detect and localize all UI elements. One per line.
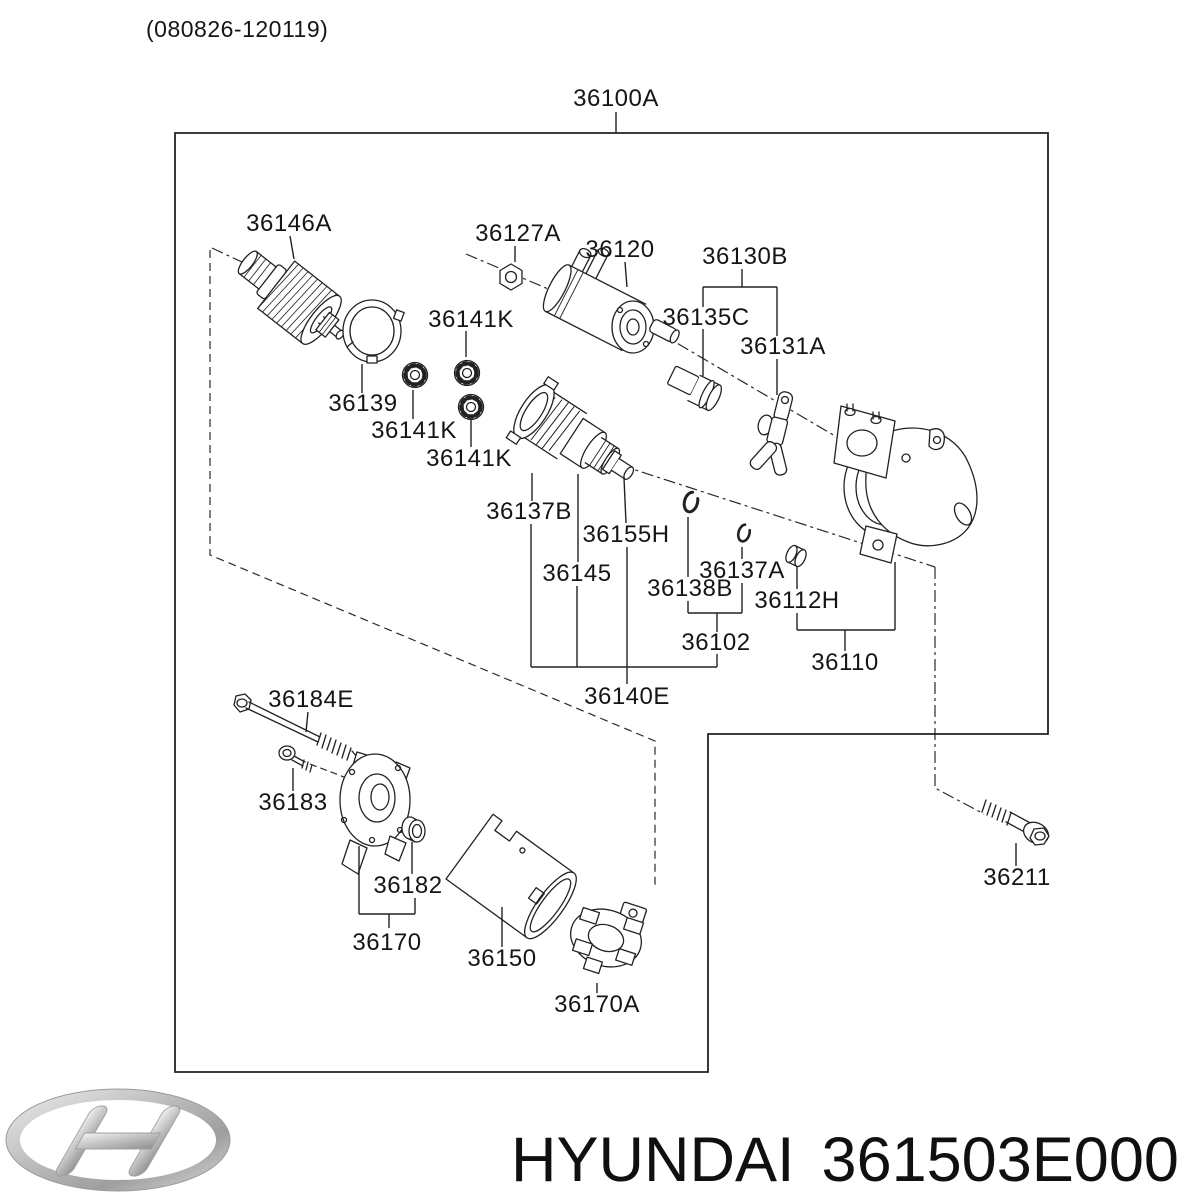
armature-part: [237, 250, 388, 345]
end-frame-part: [339, 751, 411, 875]
part-label-36170A: 36170A: [554, 991, 640, 1018]
gear-part: [453, 359, 481, 387]
solenoid-part: [542, 247, 680, 354]
part-label-36100A: 36100A: [573, 85, 659, 112]
yoke-part: [445, 813, 577, 940]
plunger-part: [667, 365, 723, 412]
part-label-36140E: 36140E: [584, 683, 670, 710]
bushing-part: [401, 816, 426, 843]
retainer-ring-part: [342, 299, 405, 364]
brand-part-number-text: 361503E000: [821, 1125, 1179, 1195]
gear-part: [457, 393, 485, 421]
group-outline-dashed: [209, 250, 656, 889]
part-label-36184E: 36184E: [268, 686, 354, 713]
brand-part-number-line: HYUNDAI 361503E000: [511, 1129, 1179, 1192]
part-label-36137B: 36137B: [486, 498, 572, 525]
leader-lines: [289, 112, 1017, 993]
part-label-36155H: 36155H: [582, 521, 670, 548]
part-label-36130B: 36130B: [702, 243, 788, 270]
part-label-36182: 36182: [373, 872, 443, 899]
part-label-36120: 36120: [585, 236, 655, 263]
part-label-36211: 36211: [983, 864, 1051, 891]
part-label-36131A: 36131A: [740, 333, 826, 360]
clutch-pinion-part: [505, 376, 635, 480]
part-label-36112H: 36112H: [754, 587, 840, 614]
part-label-36183: 36183: [258, 789, 328, 816]
part-label-36141K-3: 36141K: [426, 445, 512, 472]
nut-part: [499, 263, 523, 291]
snap-ring-part: [682, 490, 700, 514]
screw-part: [278, 745, 313, 773]
mounting-bolt-part: [981, 799, 1050, 846]
gear-part: [401, 361, 429, 389]
hyundai-logo: [5, 1088, 231, 1192]
stop-collar-part: [785, 544, 807, 568]
part-label-36141K-1: 36141K: [428, 306, 514, 333]
through-bolt-part: [233, 693, 358, 761]
date-code: (080826-120119): [146, 16, 329, 42]
assembly-boundary-box: [174, 132, 1049, 1073]
part-label-36127A: 36127A: [475, 220, 561, 247]
part-label-36102: 36102: [681, 629, 751, 656]
part-label-36139: 36139: [328, 390, 398, 417]
brand-maker-text: HYUNDAI: [511, 1125, 795, 1195]
part-label-36150: 36150: [467, 945, 537, 972]
shift-lever-part: [749, 391, 794, 476]
part-label-36145: 36145: [542, 560, 612, 587]
brush-holder-part: [570, 901, 648, 975]
drive-housing-part: [833, 403, 978, 564]
snap-ring-part: [736, 523, 752, 543]
part-label-36135C: 36135C: [662, 304, 750, 331]
part-label-36141K-2: 36141K: [371, 417, 457, 444]
part-label-36110: 36110: [811, 649, 879, 676]
part-label-36170: 36170: [352, 929, 422, 956]
part-label-36137A: 36137A: [699, 557, 785, 584]
part-label-36146A: 36146A: [246, 210, 332, 237]
part-label-36138B: 36138B: [647, 575, 733, 602]
